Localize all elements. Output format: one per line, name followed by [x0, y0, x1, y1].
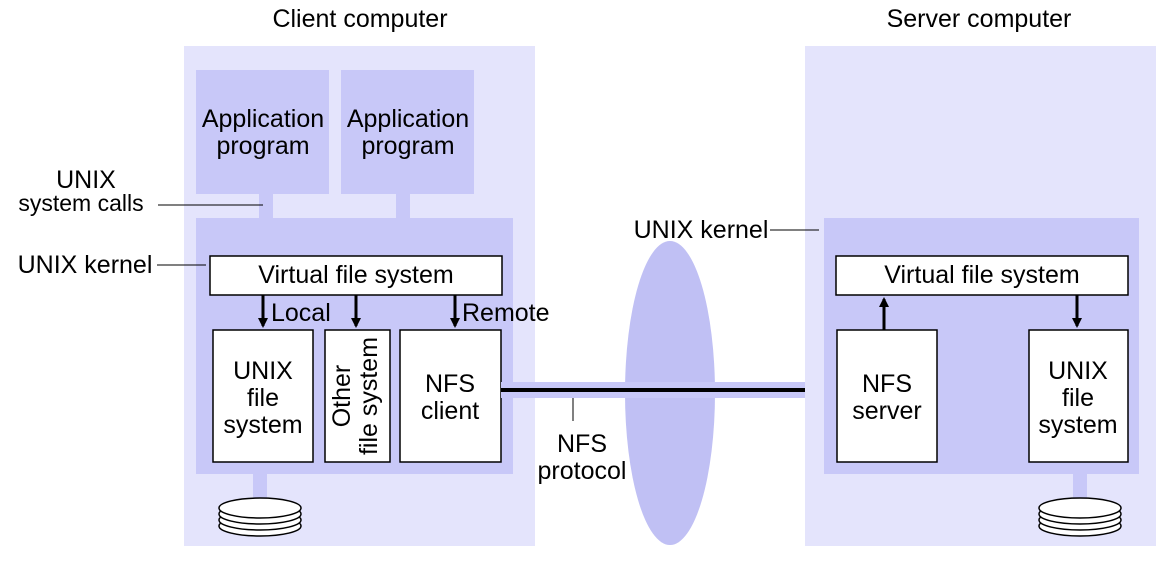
- nfs-server-line2: server: [852, 397, 921, 425]
- client-computer-title: Client computer: [272, 5, 447, 33]
- client-kernel-label: UNIX kernel: [18, 251, 153, 279]
- unix-syscalls-line2: system calls: [18, 190, 143, 216]
- syscall-connector-1: [259, 194, 273, 220]
- nfs-server-line1: NFS: [862, 370, 912, 398]
- server-computer-title: Server computer: [887, 5, 1072, 33]
- nfs-client-line1: NFS: [425, 370, 475, 398]
- client-disk-connector: [253, 474, 267, 502]
- app2-line2: program: [361, 132, 454, 160]
- nfs-client: [399, 329, 502, 463]
- other-file-system: [324, 329, 391, 463]
- server-kernel-label: UNIX kernel: [634, 216, 769, 244]
- protocol-line1: NFS: [557, 430, 607, 458]
- server-virtual-file-system: [835, 255, 1129, 296]
- server-disk-icon: [1038, 497, 1122, 537]
- application-program-2: [341, 70, 474, 194]
- client-disk-icon: [218, 497, 302, 537]
- server-unixfs-line3: system: [1038, 411, 1117, 439]
- client-unixfs-line1: UNIX: [233, 357, 293, 385]
- remote-label: Remote: [462, 299, 550, 327]
- local-label: Local: [271, 299, 331, 327]
- protocol-line2: protocol: [538, 457, 627, 485]
- server-unixfs-line2: file: [1062, 384, 1094, 412]
- server-unix-file-system: [1028, 329, 1129, 463]
- nfs-server: [836, 329, 938, 463]
- app2-line1: Application: [347, 105, 469, 133]
- unix-syscalls-line1: UNIX: [56, 166, 116, 194]
- client-unix-file-system: [212, 329, 314, 463]
- otherfs-line2: file system: [355, 337, 383, 455]
- server-unixfs-line1: UNIX: [1048, 357, 1108, 385]
- client-virtual-file-system: [209, 255, 503, 296]
- client-vfs-label: Virtual file system: [258, 261, 453, 289]
- client-unixfs-line2: file: [247, 384, 279, 412]
- nfs-client-line2: client: [421, 397, 479, 425]
- application-program-1: [196, 70, 329, 194]
- app1-line1: Application: [202, 105, 324, 133]
- syscall-connector-2: [396, 194, 410, 220]
- otherfs-line1: Other: [328, 365, 356, 428]
- server-disk-connector: [1073, 474, 1087, 502]
- app1-line2: program: [216, 132, 309, 160]
- server-vfs-label: Virtual file system: [884, 261, 1079, 289]
- client-unixfs-line3: system: [223, 411, 302, 439]
